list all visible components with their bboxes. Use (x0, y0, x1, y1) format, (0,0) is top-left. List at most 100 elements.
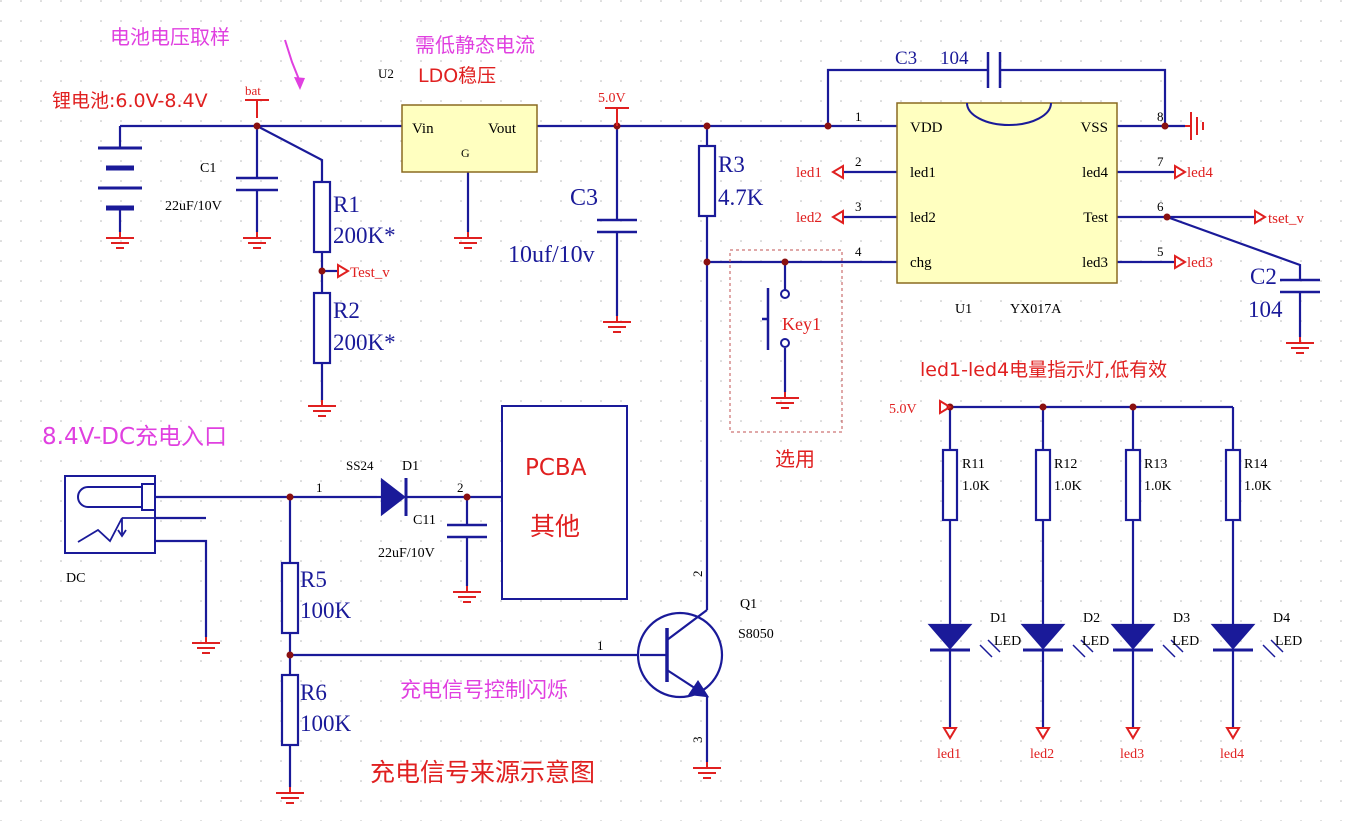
pcba-line1: PCBA (525, 455, 587, 481)
note-led-indicator: led1-led4电量指示灯,低有效 (920, 359, 1167, 381)
r3-value: 4.7K (718, 185, 764, 210)
resistor-r14 (1224, 448, 1242, 522)
key1-pushbutton (729, 249, 843, 433)
pcba-line2: 其他 (530, 512, 580, 541)
note-ldo-line1: 需低静态电流 (415, 33, 535, 57)
u1-ref: U1 (955, 302, 972, 317)
r11-ref: R11 (962, 457, 985, 472)
ground-symbols (105, 112, 1315, 804)
port-arrow-icon (337, 263, 350, 279)
c1-ref: C1 (200, 161, 216, 176)
r1-ref: R1 (333, 192, 360, 217)
u1-pin-name: led4 (1082, 165, 1108, 181)
port-arrow-icon (1254, 209, 1267, 225)
r5-ref: R5 (300, 567, 327, 592)
r14-value: 1.0K (1244, 479, 1272, 494)
port-arrow-icon (831, 164, 844, 180)
r13-ref: R13 (1144, 457, 1167, 472)
resistor-r11 (941, 448, 959, 522)
led-d1 (927, 623, 1001, 658)
led-d3 (1110, 623, 1184, 658)
junction-dot (318, 267, 326, 275)
u1-pin-name: led2 (910, 210, 936, 226)
key1-ref: Key1 (782, 314, 821, 334)
capacitor-c2 (1280, 278, 1320, 294)
port-arrow-icon (1174, 164, 1187, 180)
d1-part: SS24 (346, 458, 374, 473)
capacitor-c1 (236, 176, 278, 192)
r13-value: 1.0K (1144, 479, 1172, 494)
q1-pin-emitter: 3 (690, 737, 705, 744)
net-label-led4-bottom: led4 (1220, 747, 1244, 762)
u1-ic-yx017a: VDD led1 led2 chg VSS led4 Test led3 1 2… (855, 102, 1164, 317)
net-ports (245, 39, 1267, 740)
d1-pin1: 1 (316, 480, 323, 495)
note-ldo-line2: LDO稳压 (418, 65, 496, 87)
junction-dot (463, 493, 471, 501)
resistor-r2 (312, 291, 332, 365)
d1-pin2: 2 (457, 480, 464, 495)
note-charge-flash: 充电信号控制闪烁 (400, 678, 568, 702)
r2-value: 200K* (333, 330, 396, 355)
net-label-led2-bottom: led2 (1030, 747, 1054, 762)
u1-pin-number: 4 (855, 244, 862, 259)
resistor-r3 (697, 144, 717, 218)
junctions (253, 122, 1171, 659)
net-label-5v: 5.0V (598, 91, 626, 106)
d1-ref: D1 (402, 459, 419, 474)
port-arrow-icon (831, 209, 844, 225)
u1-pin-name: VSS (1080, 120, 1108, 136)
c2-ref: C2 (1250, 264, 1277, 289)
dc-jack (64, 475, 156, 554)
u1-pin-number: 8 (1157, 109, 1164, 124)
u2-vin-label: Vin (412, 121, 434, 137)
junction-dot (286, 651, 294, 659)
led-d4-ref: D4 (1273, 611, 1290, 626)
u1-pin-number: 1 (855, 109, 862, 124)
led-d4-type: LED (1275, 634, 1302, 649)
c3-value: 10uf/10v (508, 242, 595, 268)
net-label-tset-v: tset_v (1268, 211, 1304, 227)
u1-pin-name: chg (910, 255, 932, 271)
led-d1-type: LED (994, 634, 1021, 649)
u2-gnd-label: G (461, 146, 470, 160)
transistor-q1 (636, 600, 724, 699)
r2-ref: R2 (333, 298, 360, 323)
port-arrow-icon (939, 399, 952, 415)
junction-dot (1039, 403, 1047, 411)
r6-ref: R6 (300, 680, 327, 705)
status-leds (927, 623, 1284, 658)
u1-pin-name: Test (1083, 210, 1109, 226)
u1-pin-number: 6 (1157, 199, 1164, 214)
r11-value: 1.0K (962, 479, 990, 494)
net-label-led4: led4 (1187, 165, 1213, 181)
resistor-r12 (1034, 448, 1052, 522)
annotations: 电池电压取样 需低静态电流 LDO稳压 锂电池:6.0V-8.4V 8.4V-D… (42, 25, 1304, 787)
u1-pin-name: led3 (1082, 255, 1108, 271)
port-arrow-icon (1225, 727, 1241, 740)
u2-ldo-regulator: Vin Vout G (401, 104, 538, 173)
q1-part: S8050 (738, 627, 774, 642)
c3-ref: C3 (570, 185, 598, 211)
port-arrow-icon (1174, 254, 1187, 270)
r1-value: 200K* (333, 223, 396, 248)
junction-dot (286, 493, 294, 501)
junction-dot (1163, 213, 1171, 221)
net-label-led1: led1 (796, 165, 822, 181)
led-d3-ref: D3 (1173, 611, 1190, 626)
led-d4 (1210, 623, 1284, 658)
junction-dot (703, 258, 711, 266)
net-label-5v-led: 5.0V (889, 402, 917, 417)
r3-ref: R3 (718, 152, 745, 177)
junction-dot (781, 258, 789, 266)
led-d2-type: LED (1082, 634, 1109, 649)
port-arrow-icon (942, 727, 958, 740)
pointer-arrow-icon (284, 39, 301, 83)
r14-ref: R14 (1244, 457, 1267, 472)
u1-pin-name: VDD (910, 120, 943, 136)
net-label-bat: bat (245, 83, 261, 98)
note-optional: 选用 (775, 447, 815, 471)
earth-ground-icon (1185, 112, 1204, 140)
u1-pin-number: 3 (855, 199, 862, 214)
